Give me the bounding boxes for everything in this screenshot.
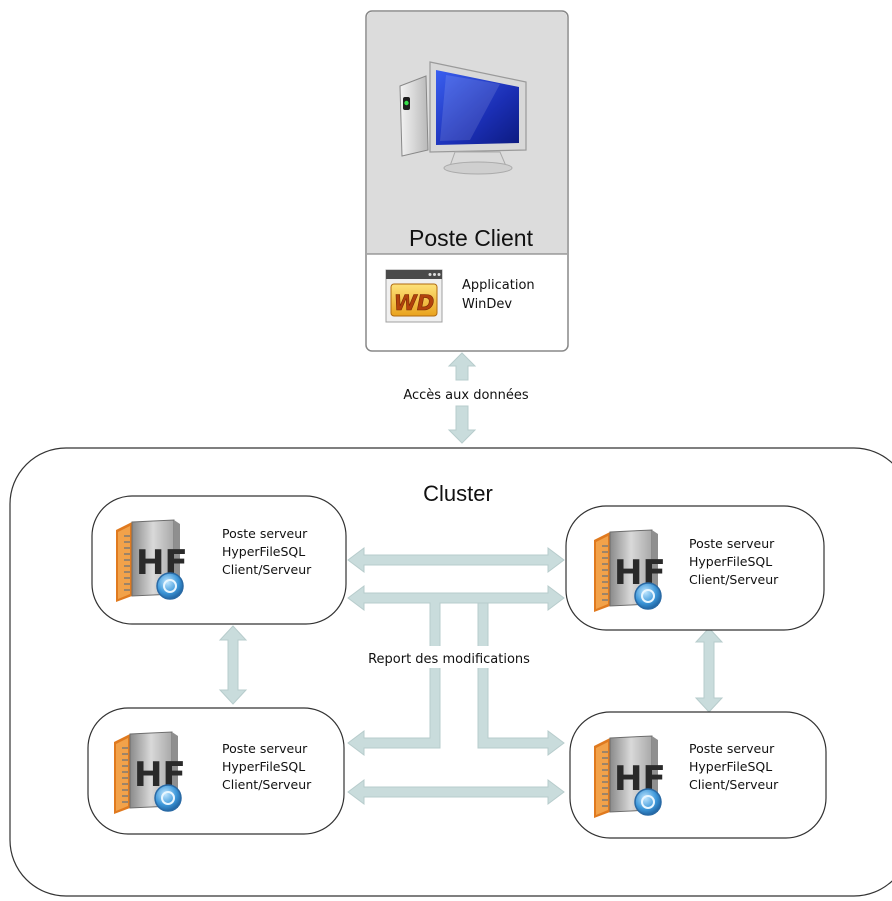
server-label-line1: Poste serveur	[222, 741, 308, 756]
server-label-line3: Client/Serveur	[689, 777, 779, 792]
server-label-line2: HyperFileSQL	[689, 554, 772, 569]
server-node: Poste serveur HyperFileSQL Client/Serveu…	[91, 495, 347, 625]
server-label-line2: HyperFileSQL	[222, 544, 305, 559]
replication-label-bg	[356, 646, 542, 668]
hf-server-icon	[113, 731, 187, 815]
cluster-title: Cluster	[423, 481, 493, 506]
server-label-line3: Client/Serveur	[222, 562, 312, 577]
client-station: Poste Client WD Application WinDev	[365, 10, 569, 352]
app-label-line2: WinDev	[462, 297, 512, 312]
server-node: Poste serveur HyperFileSQL Client/Serveu…	[87, 707, 345, 835]
computer-monitor-icon	[399, 61, 527, 175]
replication-arrows	[218, 547, 724, 805]
data-access-arrow	[447, 352, 477, 444]
server-label-line2: HyperFileSQL	[222, 759, 305, 774]
server-label-line2: HyperFileSQL	[689, 759, 772, 774]
arrow-cross-right	[477, 602, 565, 756]
server-label-line1: Poste serveur	[689, 741, 775, 756]
hf-server-icon	[593, 735, 667, 819]
server-node: Poste serveur HyperFileSQL Client/Serveu…	[565, 505, 825, 631]
app-label-line1: Application	[462, 278, 535, 293]
hf-server-icon	[593, 529, 667, 613]
server-node: Poste serveur HyperFileSQL Client/Serveu…	[569, 711, 827, 839]
server-label-line1: Poste serveur	[222, 526, 308, 541]
arrow-left-vertical	[218, 625, 248, 705]
client-title: Poste Client	[409, 225, 534, 251]
arrow-cross-left	[347, 585, 565, 756]
arrow-bottom-horizontal	[347, 779, 565, 805]
data-access-label: Accès aux données	[403, 388, 529, 403]
server-label-line3: Client/Serveur	[222, 777, 312, 792]
windev-logo-icon: WD	[385, 269, 443, 323]
arrow-top-horizontal	[347, 547, 565, 573]
cluster-boundary	[9, 447, 892, 897]
windev-logo-text: WD	[394, 291, 435, 315]
replication-label: Report des modifications	[368, 652, 530, 667]
server-label-line3: Client/Serveur	[689, 572, 779, 587]
arrow-right-vertical	[694, 627, 724, 713]
hf-server-icon	[115, 519, 189, 603]
server-label-line1: Poste serveur	[689, 536, 775, 551]
